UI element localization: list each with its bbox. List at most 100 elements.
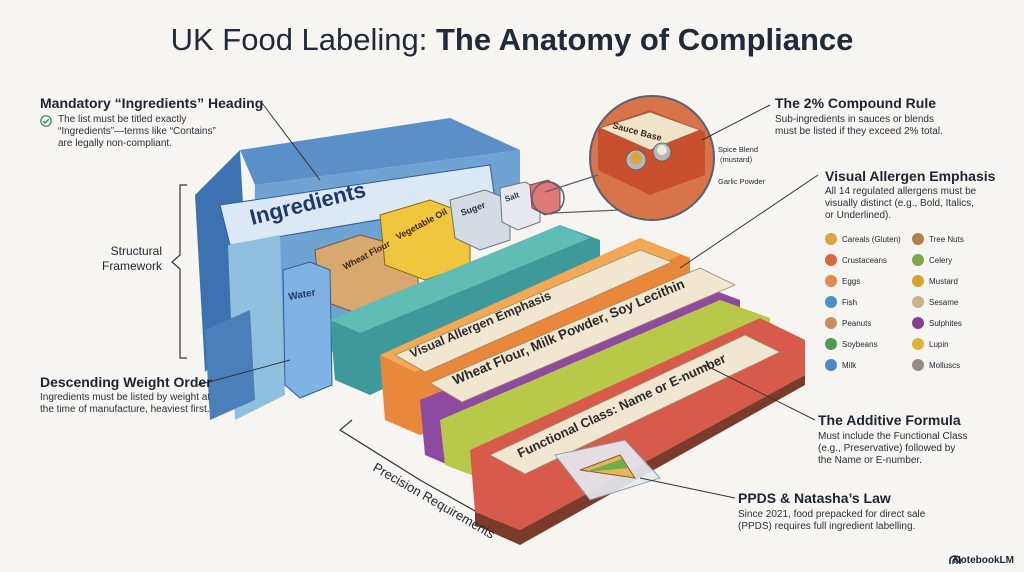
allergen-label: Crustaceans [842, 255, 887, 265]
blue-panel-top [240, 118, 520, 185]
allergen-item: Tree Nuts [912, 233, 964, 245]
mandatory-line: The list must be titled exactly [58, 114, 187, 125]
visual-line: visually distinct (e.g., Bold, Italics, [825, 198, 974, 209]
sesame-icon [912, 296, 924, 308]
allergen-item: Milk [825, 359, 856, 371]
allergen-label: Lupin [929, 339, 949, 349]
tree-nuts-icon [912, 233, 924, 245]
allergen-item: Celery [912, 254, 952, 266]
red-box [529, 179, 561, 216]
blue-panel-lower [205, 310, 255, 420]
allergen-item: Molluscs [912, 359, 960, 371]
mandatory-text: The list must be titled exactly “Ingredi… [58, 114, 216, 150]
wheat-label-strip [429, 267, 736, 403]
allergen-label: Eggs [842, 276, 861, 286]
mandatory-line: “Ingredients”—terms like “Contains” [58, 126, 216, 137]
structural-framework-label: Structural Framework [86, 244, 162, 274]
allergen-item: Sesame [912, 296, 958, 308]
leader-descending [197, 359, 291, 386]
spice-blend-sub: (mustard) [720, 155, 753, 164]
structural-line: Framework [101, 259, 162, 273]
compound-text: Sub-ingredients in sauces or blends must… [775, 114, 943, 138]
allergen-label: Molluscs [929, 360, 961, 370]
crustaceans-icon [825, 254, 837, 266]
allergen-label: Fish [842, 297, 858, 307]
molluscs-icon [912, 359, 924, 371]
descending-line: Ingredients must be listed by weight at [40, 392, 211, 403]
descending-line: the time of manufacture, heaviest first. [40, 404, 210, 415]
allergen-item: Eggs [825, 275, 860, 287]
ppds-heading: PPDS & Natasha’s Law [738, 490, 891, 506]
magnifier-lens [531, 181, 565, 215]
magnifier-line-1 [544, 174, 599, 193]
leader-visual [679, 174, 819, 269]
ppds-line: Since 2021, food prepacked for direct sa… [738, 509, 926, 520]
descending-text: Ingredients must be listed by weight at … [40, 392, 210, 416]
title-bold: The Anatomy of Compliance [436, 22, 854, 57]
mustard-icon [912, 275, 924, 287]
soybeans-icon [825, 338, 837, 350]
lupin-icon [912, 338, 924, 350]
additive-text: Must include the Functional Class (e.g.,… [818, 431, 968, 467]
leader-mandatory [261, 102, 321, 181]
allergen-item: Careals (Gluten) [825, 233, 901, 245]
garlic-powder [657, 145, 667, 155]
peanuts-icon [825, 317, 837, 329]
brand-label: NotebookLM [953, 555, 1014, 566]
visual-heading: Visual Allergen Emphasis [825, 168, 996, 184]
red-base-bottom [475, 375, 805, 545]
mandatory-heading: Mandatory “Ingredients” Heading [40, 95, 264, 111]
structural-bracket [171, 184, 187, 359]
magnifier-line-2 [552, 209, 621, 214]
allergen-item: Soybeans [825, 338, 878, 350]
allergen-label: Peanuts [842, 318, 872, 328]
allergen-label: Milk [842, 360, 857, 370]
allergen-item: Peanuts [825, 317, 871, 329]
structural-line: Structural [110, 244, 162, 258]
visual-label-strip [394, 249, 674, 373]
compound-heading: The 2% Compound Rule [775, 95, 936, 111]
additive-line: (e.g., Preservative) followed by [818, 443, 956, 454]
allergen-label: Celery [929, 255, 953, 265]
celery-icon [912, 254, 924, 266]
spice-blend-label: Spice Blend [718, 145, 758, 154]
additive-heading: The Additive Formula [818, 412, 961, 428]
allergen-item: Mustard [912, 275, 958, 287]
suger-box [449, 189, 511, 251]
allergen-label: Tree Nuts [929, 234, 964, 244]
allergen-item: Lupin [912, 338, 949, 350]
sulphites-icon [912, 317, 924, 329]
sandwich-filling [585, 459, 628, 472]
descending-heading: Descending Weight Order [40, 374, 212, 390]
allergen-label: Careals (Gluten) [842, 234, 901, 244]
page-title: UK Food Labeling: The Anatomy of Complia… [0, 22, 1024, 58]
visual-text: All 14 regulated allergens must be visua… [825, 186, 976, 222]
compound-line: Sub-ingredients in sauces or blends [775, 114, 934, 125]
check-circle-icon [40, 115, 54, 129]
garlic-powder-label: Garlic Powder [718, 177, 766, 186]
salt-box [499, 181, 541, 231]
leader-compound [701, 104, 771, 141]
functional-label-strip [489, 334, 781, 475]
milk-icon [825, 359, 837, 371]
leader-ppds [639, 477, 736, 499]
allergen-item: Crustaceans [825, 254, 887, 266]
leader-additive [704, 364, 816, 421]
allergen-label: Soybeans [842, 339, 878, 349]
brand-watermark: NotebookLM [949, 555, 1014, 566]
title-regular: UK Food Labeling: [170, 22, 436, 57]
spice-mustard [630, 152, 642, 164]
fish-icon [825, 296, 837, 308]
ppds-line: (PPDS) requires full ingredient labellin… [738, 521, 916, 532]
box-label-water: Water [288, 287, 317, 303]
visual-line: All 14 regulated allergens must be [825, 186, 977, 197]
allergen-label: Sesame [929, 297, 959, 307]
additive-line: Must include the Functional Class [818, 431, 968, 442]
compound-line: must be listed if they exceed 2% total. [775, 126, 943, 137]
allergen-label: Sulphites [929, 318, 962, 328]
cereals-icon [825, 233, 837, 245]
allergen-item: Sulphites [912, 317, 962, 329]
ppds-text: Since 2021, food prepacked for direct sa… [738, 509, 925, 533]
mandatory-line: are legally non-compliant. [58, 138, 172, 149]
sauce-base-plate [598, 111, 702, 151]
